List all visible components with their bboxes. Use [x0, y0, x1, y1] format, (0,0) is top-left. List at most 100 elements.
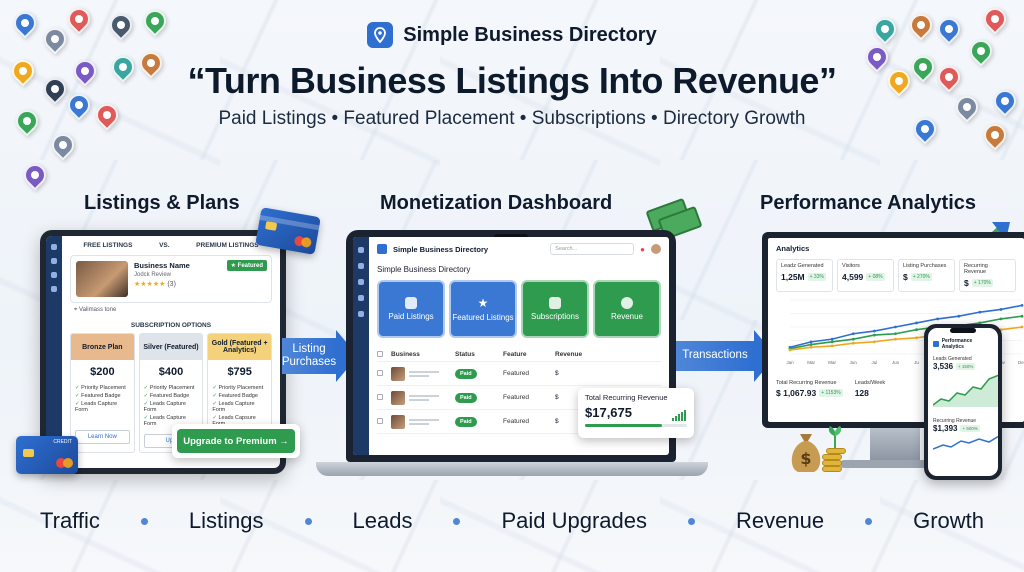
business-thumbnail	[391, 390, 405, 405]
footer-item: Leads	[352, 508, 413, 533]
sidebar-icon[interactable]	[358, 247, 364, 253]
plan-price: $400	[158, 366, 184, 378]
sidebar-icon[interactable]	[51, 244, 57, 250]
kpi-card[interactable]: Visitors 4,599+ 08%	[837, 259, 894, 292]
premium-listings-label: PREMIUM LISTINGS	[196, 242, 259, 249]
business-cell	[391, 366, 455, 381]
plan-feature: Featured Badge	[71, 392, 134, 400]
status-badge: Paid	[455, 393, 477, 403]
card-label: CREDIT	[53, 439, 72, 445]
kpi-card[interactable]: Recurring Revenue $+ 170%	[959, 259, 1016, 292]
business-cell	[391, 390, 455, 405]
data-point	[894, 337, 897, 341]
data-point	[957, 314, 961, 318]
bullet-dot	[140, 517, 148, 525]
recurring-value: $17,675	[585, 405, 632, 420]
x-tick-label: Dec	[1018, 360, 1024, 365]
learn-now-button[interactable]: Learn Now	[75, 430, 130, 444]
flow-step-paid-listings[interactable]: Paid Listings	[377, 280, 445, 338]
sidebar-icon[interactable]	[358, 279, 364, 285]
business-thumbnail	[391, 414, 405, 429]
star-icon: ★	[477, 296, 489, 310]
column-header[interactable]: Feature	[503, 351, 527, 358]
data-point	[830, 337, 834, 341]
kpi-delta: + 170%	[971, 279, 993, 287]
sidebar-icon[interactable]	[51, 286, 57, 292]
column-header[interactable]: Revenue	[555, 351, 583, 358]
phone-recurring-value: $1,393	[933, 424, 958, 433]
monitor-stand	[870, 428, 920, 462]
plan-card-bronze[interactable]: Bronze Plan $200 Priority Placement Feat…	[70, 333, 135, 453]
recurring-label: Total Recurring Revenue	[585, 393, 668, 402]
stat-delta: + 1153%	[819, 389, 843, 397]
flow-step-featured-listings[interactable]: ★ Featured Listings	[449, 280, 517, 338]
column-header[interactable]: Business	[391, 351, 420, 358]
listing-name: Business Name	[134, 261, 190, 270]
upgrade-popup: Upgrade to Premium →	[172, 424, 300, 458]
plan-feature: Leads Capture Form	[208, 400, 271, 414]
listing-info: Business Name Jodck Review ★★★★★ (3)	[134, 261, 190, 297]
wallet-icon	[549, 297, 561, 309]
analytics-title: Analytics	[776, 244, 810, 253]
row-checkbox[interactable]	[377, 393, 391, 402]
flow-step-subscriptions[interactable]: Subscriptions	[521, 280, 589, 338]
sidebar-icon[interactable]	[51, 258, 57, 264]
arrow-label: Listing Purchases	[282, 338, 336, 374]
plan-feature: Leads Capture Form	[71, 400, 134, 414]
table-row[interactable]: Paid Featured $	[377, 362, 661, 386]
listing-card[interactable]: Business Name Jodck Review ★★★★★ (3) ★ F…	[70, 255, 272, 303]
upgrade-to-premium-button[interactable]: Upgrade to Premium →	[177, 429, 295, 453]
data-point	[1020, 314, 1024, 318]
search-input[interactable]: Search...	[550, 243, 635, 255]
table-row[interactable]: Paid Featured $	[377, 410, 661, 434]
phone-leads-value: 3,536	[933, 362, 954, 371]
kpi-card[interactable]: Listing Purchases $+ 270%	[898, 259, 955, 292]
select-all-checkbox[interactable]	[377, 350, 391, 359]
column-header[interactable]: Status	[455, 351, 475, 358]
status-badge: Paid	[455, 417, 477, 427]
phone-area-chart	[932, 374, 998, 407]
phone-leads-delta: + 150%	[956, 363, 976, 370]
plan-feature: Featured Badge	[208, 392, 271, 400]
stat-value: $ 1,067.93	[776, 388, 817, 398]
location-text: Valimass tone	[79, 307, 117, 313]
sidebar-icon[interactable]	[358, 311, 364, 317]
plan-name: Gold (Featured + Analytics)	[208, 334, 272, 360]
footer-flow: Traffic Listings Leads Paid Upgrades Rev…	[40, 508, 984, 534]
x-tick-label: Jan	[786, 360, 794, 365]
footer-item: Growth	[913, 508, 984, 533]
data-point	[936, 317, 940, 321]
plan-card-silver[interactable]: Silver (Featured) $400 Priority Placemen…	[138, 333, 204, 453]
kpi-row: Leadz Generated 1,25M+ 33% Visitors 4,59…	[776, 259, 1016, 292]
business-thumbnail	[391, 366, 405, 381]
kpi-card[interactable]: Leadz Generated 1,25M+ 33%	[776, 259, 833, 292]
data-point	[915, 336, 918, 340]
row-checkbox[interactable]	[377, 369, 391, 378]
table-row[interactable]: Paid Featured $	[377, 386, 661, 410]
row-checkbox[interactable]	[377, 417, 391, 426]
sidebar-icon[interactable]	[358, 263, 364, 269]
listing-card-icon	[405, 297, 417, 309]
data-point	[872, 333, 876, 337]
status-cell: Paid	[455, 393, 503, 403]
flow-step-revenue[interactable]: Revenue	[593, 280, 661, 338]
kpi-value: 4,599	[842, 272, 864, 282]
sidebar-icon[interactable]	[51, 272, 57, 278]
phone-title: Performance Analytics	[941, 338, 973, 350]
rating-stars: ★★★★★ (3)	[134, 280, 190, 288]
data-point	[978, 321, 982, 325]
sidebar-icon[interactable]	[358, 295, 364, 301]
coin-stack-icon	[822, 466, 842, 472]
data-point	[872, 340, 876, 344]
stat-block: Leads/Week 128	[855, 380, 885, 398]
flow-step-label: Featured Listings	[452, 313, 514, 322]
series-line-1	[789, 315, 1023, 350]
data-point	[915, 321, 918, 325]
free-listings-label: FREE LISTINGS	[83, 242, 133, 249]
phone-device: Performance Analytics Leads Generated 3,…	[924, 324, 1002, 480]
status-badge: Paid	[455, 369, 477, 379]
avatar[interactable]	[651, 244, 661, 254]
kpi-delta: + 270%	[910, 273, 932, 281]
bell-icon[interactable]: ●	[640, 244, 645, 254]
header: Simple Business Directory “Turn Business…	[0, 22, 1024, 130]
